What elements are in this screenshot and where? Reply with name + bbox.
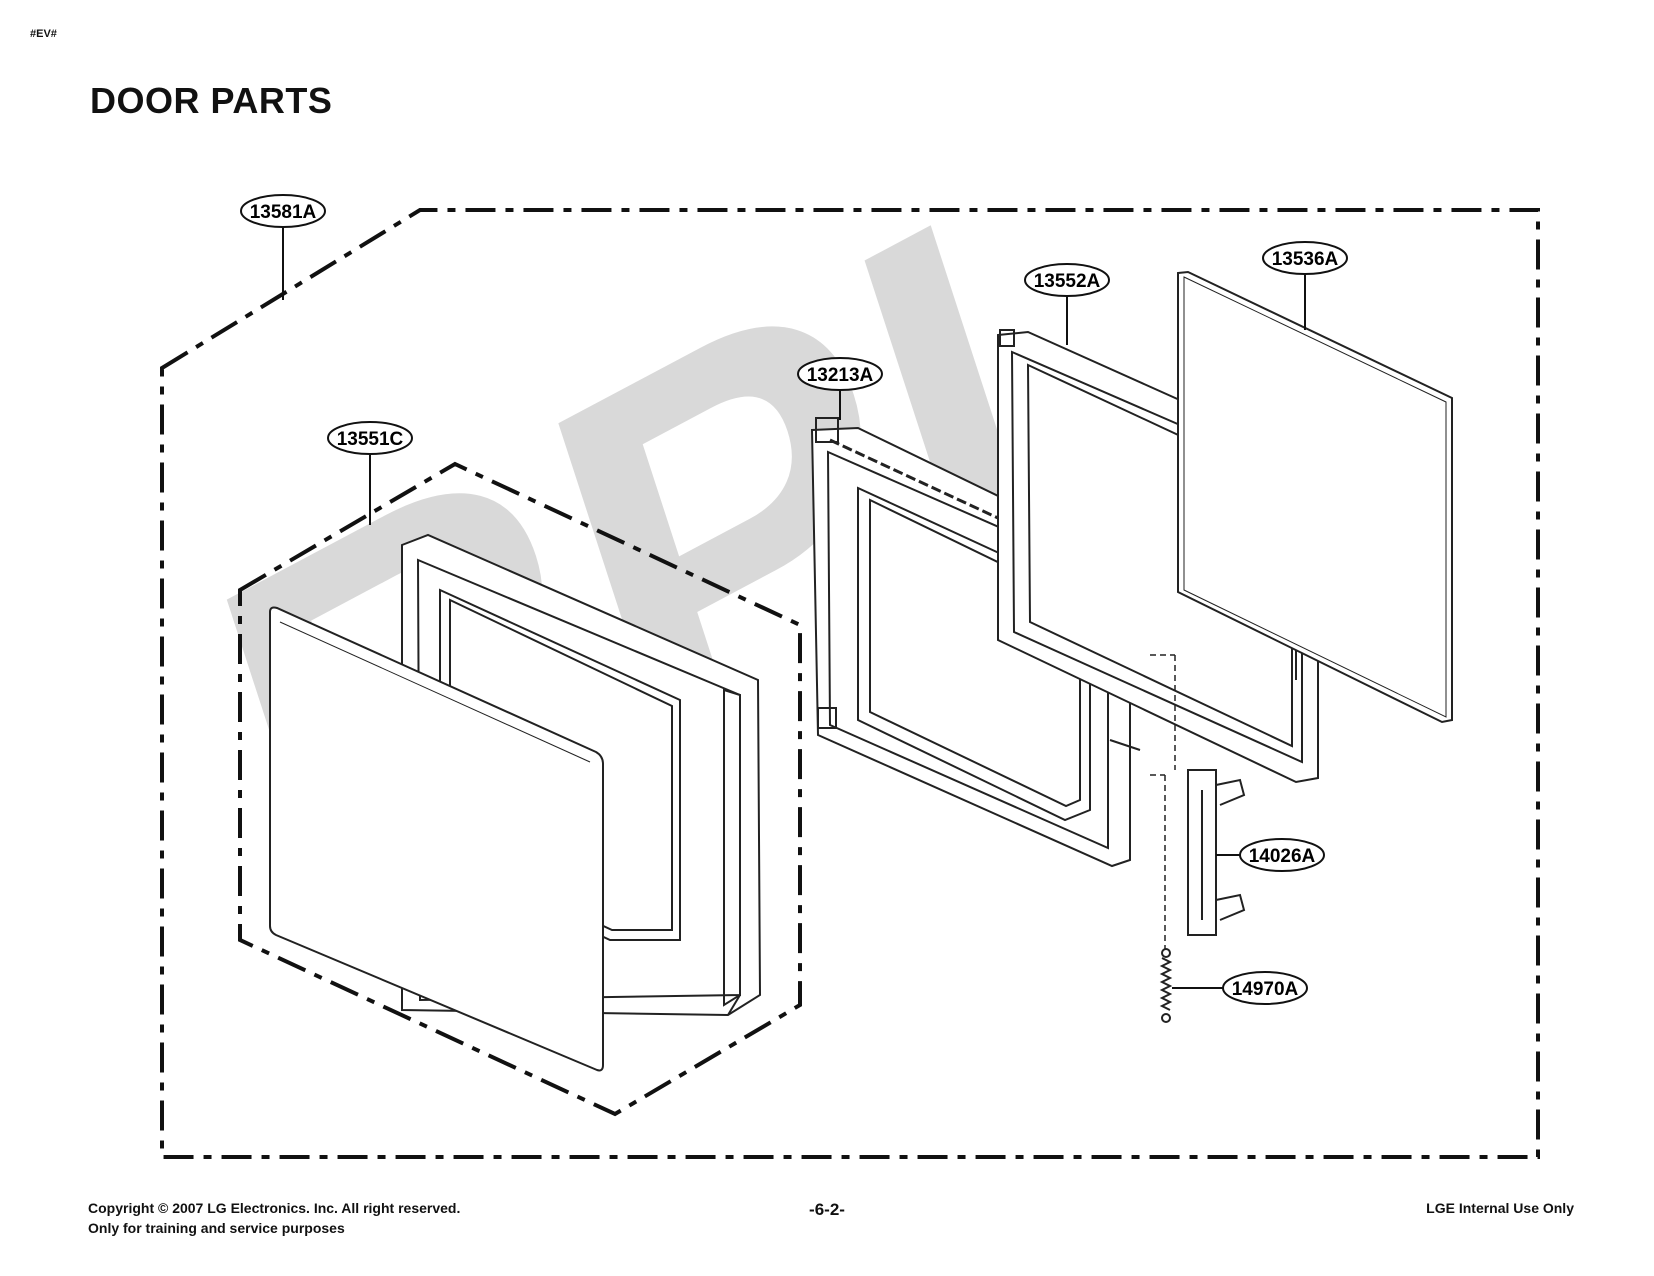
callout-13551C[interactable]: 13551C [327,421,413,455]
door-glass-edge [1183,276,1447,718]
page-title: DOOR PARTS [90,80,333,121]
callout-label: 14970A [1232,979,1299,1000]
callout-14970A[interactable]: 14970A [1222,971,1308,1005]
door-panel-part [269,606,604,1072]
leader-lines [282,227,1306,989]
callout-label: 13581A [250,202,317,223]
latch-board-part [1187,769,1246,936]
callout-13536A[interactable]: 13536A [1262,241,1348,275]
door-frame-boundary [238,461,802,1117]
purpose-text: Only for training and service purposes [88,1220,345,1236]
assembly-guides [1150,654,1176,950]
page-number: -6-2- [809,1200,845,1219]
internal-use-text: LGE Internal Use Only [1426,1200,1574,1216]
callout-label: 13213A [807,365,874,386]
callout-14026A[interactable]: 14026A [1239,838,1325,872]
callout-13552A[interactable]: 13552A [1024,263,1110,297]
copyright-text: Copyright © 2007 LG Electronics. Inc. Al… [88,1200,461,1216]
callout-13581A[interactable]: 13581A [240,194,326,228]
callout-label: 13551C [337,429,404,450]
callout-label: 13552A [1034,271,1101,292]
door-glass-part [1177,270,1453,724]
callout-13213A[interactable]: 13213A [797,357,883,391]
callout-label: 14026A [1249,846,1316,867]
latch-spring-part [1159,948,1173,1023]
door-assembly-boundary [160,208,1540,1159]
callout-label: 13536A [1272,249,1339,270]
document-tag: #EV# [30,28,57,40]
